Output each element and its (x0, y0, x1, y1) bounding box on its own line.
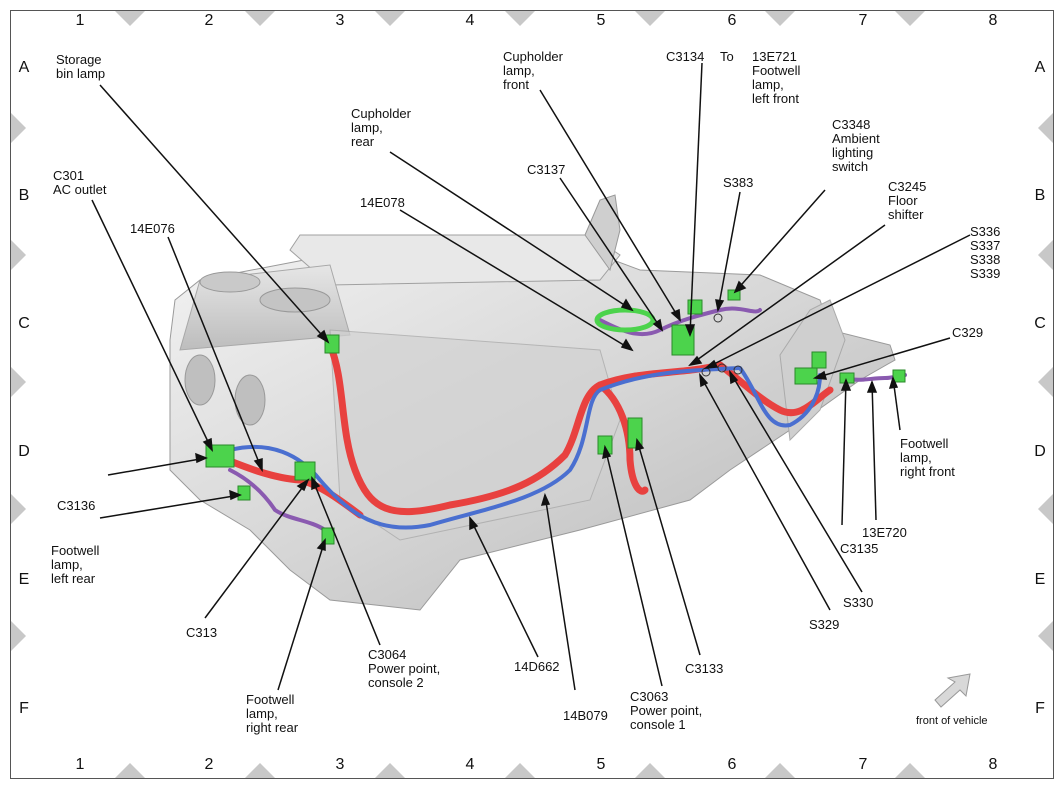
column-label: 8 (988, 12, 998, 29)
column-label: 4 (465, 12, 475, 29)
callout-s330: S330 (843, 595, 874, 610)
row-label: F (19, 700, 29, 717)
callout-footwell-left-rear: Footwell lamp, left rear (51, 543, 100, 586)
row-label: F (1035, 700, 1045, 717)
callout-c3245: C3245 Floor shifter (888, 179, 927, 222)
callout-s329: S329 (809, 617, 840, 632)
column-label: 4 (465, 756, 475, 773)
callout-footwell-right-front: Footwell lamp, right front (900, 436, 955, 479)
row-label: D (1034, 443, 1046, 460)
callout-s383: S383 (723, 175, 754, 190)
callout-c3135: C3135 (840, 541, 879, 556)
column-label: 5 (596, 12, 606, 29)
harness-blue (228, 366, 822, 530)
leader-lines (91, 62, 971, 691)
callout-14e078: 14E078 (360, 195, 405, 210)
callout-c3064: C3064 Power point, console 2 (368, 647, 441, 690)
column-label: 5 (596, 756, 606, 773)
callout-c3134: C3134 (666, 49, 705, 64)
callout-14e076: 14E076 (130, 221, 175, 236)
row-label: D (18, 443, 30, 460)
column-label: 1 (75, 12, 85, 29)
column-label: 1 (75, 756, 85, 773)
row-label: B (1034, 187, 1046, 204)
row-label: A (1034, 59, 1046, 76)
callout-footwell-right-rear: Footwell lamp, right rear (246, 692, 299, 735)
callout-s336-s339: S336 S337 S338 S339 (970, 224, 1001, 281)
callout-14d662: 14D662 (514, 659, 560, 674)
callout-14b079: 14B079 (563, 708, 608, 723)
callout-to: To (720, 49, 734, 64)
callout-c313: C313 (186, 625, 218, 640)
row-label: C (1034, 315, 1046, 332)
column-label: 7 (858, 756, 868, 773)
callout-13e721: 13E721 Footwell lamp, left front (752, 49, 801, 106)
column-label: 3 (335, 12, 345, 29)
callout-c3063: C3063 Power point, console 1 (630, 689, 703, 732)
row-label: C (18, 315, 30, 332)
column-label: 6 (727, 756, 737, 773)
callout-c3136: C3136 (57, 498, 96, 513)
column-label: 3 (335, 756, 345, 773)
console-illustration (169, 194, 896, 611)
callout-storage-bin-lamp: Storage bin lamp (56, 52, 106, 81)
front-of-vehicle-arrow-icon (934, 673, 971, 708)
front-of-vehicle-label: front of vehicle (916, 715, 988, 727)
column-label: 2 (204, 12, 214, 29)
callout-c329: C329 (952, 325, 984, 340)
callout-c301: C301 AC outlet (53, 168, 107, 197)
callout-c3348: C3348 Ambient lighting switch (832, 117, 880, 174)
diagram-frame (10, 10, 1054, 779)
column-label: 8 (988, 756, 998, 773)
row-label: A (18, 59, 30, 76)
callout-13e720: 13E720 (862, 525, 907, 540)
callout-c3133: C3133 (685, 661, 724, 676)
row-label: B (18, 187, 30, 204)
column-label: 2 (204, 756, 214, 773)
connector-storage-bin-lamp (324, 334, 340, 354)
border-markers (11, 11, 1053, 778)
column-label: 6 (727, 12, 737, 29)
callout-cupholder-front: Cupholder lamp, front (503, 49, 563, 92)
row-label: E (1034, 571, 1046, 588)
row-label: E (18, 571, 30, 588)
column-label: 7 (858, 12, 868, 29)
callout-c3137: C3137 (527, 162, 566, 177)
callout-cupholder-rear: Cupholder lamp, rear (351, 106, 411, 149)
